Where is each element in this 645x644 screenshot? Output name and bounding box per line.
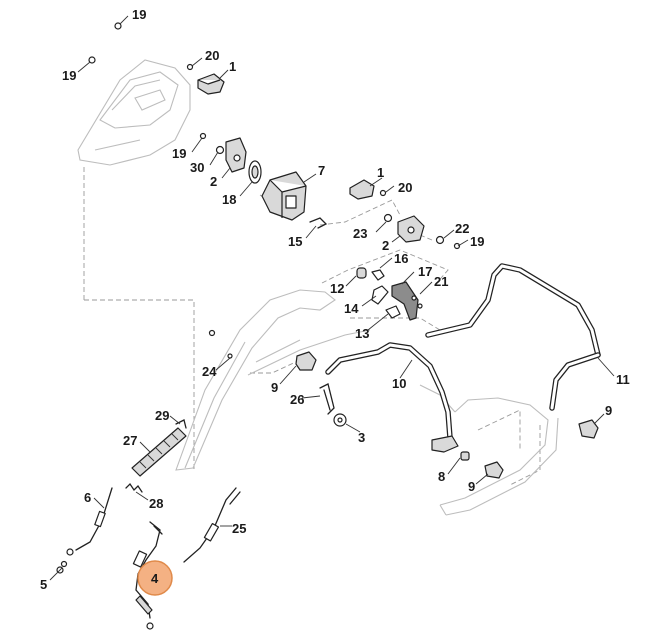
callout-3: 3	[358, 430, 365, 445]
handle-frame-ghost	[175, 289, 559, 516]
callout-2: 2	[210, 174, 217, 189]
callout-21: 21	[434, 274, 448, 289]
gear-part-18	[248, 160, 262, 184]
spring-part-28	[125, 482, 143, 493]
callout-1: 1	[229, 59, 236, 74]
clip-part-29	[175, 419, 187, 429]
callout-8: 8	[438, 469, 445, 484]
callout-5: 5	[40, 577, 47, 592]
lever-bracket-part-2-lower	[397, 215, 425, 243]
callout-10: 10	[392, 376, 406, 391]
brake-bail-part-10	[325, 342, 459, 453]
callout-12: 12	[330, 281, 344, 296]
lever-assembly	[356, 267, 423, 321]
callout-28: 28	[149, 496, 163, 511]
highlight-circle-part-4	[137, 560, 173, 596]
control-housing-cover	[77, 59, 191, 166]
spring-part-27	[131, 427, 187, 477]
fasteners	[88, 22, 461, 359]
callout-20: 20	[398, 180, 412, 195]
callout-30: 30	[190, 160, 204, 175]
callout-29: 29	[155, 408, 169, 423]
callout-4-highlighted: 4	[151, 571, 159, 586]
callout-7: 7	[318, 163, 325, 178]
callout-19: 19	[172, 146, 186, 161]
callout-20: 20	[205, 48, 219, 63]
callout-14: 14	[344, 301, 359, 316]
link-rod-part-26	[319, 383, 335, 415]
callout-15: 15	[288, 234, 302, 249]
callout-17: 17	[418, 264, 432, 279]
knob-part-1-upper	[197, 73, 225, 95]
callout-13: 13	[355, 326, 369, 341]
clip-part-15	[309, 217, 328, 229]
callout-26: 26	[290, 392, 304, 407]
lever-bracket-part-2-upper	[225, 137, 247, 173]
callout-9: 9	[605, 403, 612, 418]
callout-23: 23	[353, 226, 367, 241]
callout-16: 16	[394, 251, 408, 266]
callout-27: 27	[123, 433, 137, 448]
callout-9: 9	[468, 479, 475, 494]
knob-part-1-lower	[349, 179, 375, 200]
callout-24: 24	[202, 364, 217, 379]
callout-6: 6	[84, 490, 91, 505]
washer-part-3	[333, 413, 347, 427]
drive-bail-part-11	[425, 263, 601, 411]
callout-9: 9	[271, 380, 278, 395]
clamp-blocks-part-9	[295, 351, 599, 479]
cable-part-6	[60, 487, 113, 568]
callout-labels: 19 20 1 19 19 30 2 18 7 15 1 20 23 2 22 …	[40, 7, 630, 592]
callout-2: 2	[382, 238, 389, 253]
callout-1: 1	[377, 165, 384, 180]
callout-19: 19	[470, 234, 484, 249]
callout-11: 11	[616, 372, 630, 387]
callout-19: 19	[132, 7, 146, 22]
callout-25: 25	[232, 521, 246, 536]
callout-18: 18	[222, 192, 236, 207]
callout-19: 19	[62, 68, 76, 83]
mechanism-housing-part-7	[261, 171, 307, 221]
leader-lines	[49, 15, 615, 581]
cable-part-25	[183, 487, 241, 563]
callout-22: 22	[455, 221, 469, 236]
